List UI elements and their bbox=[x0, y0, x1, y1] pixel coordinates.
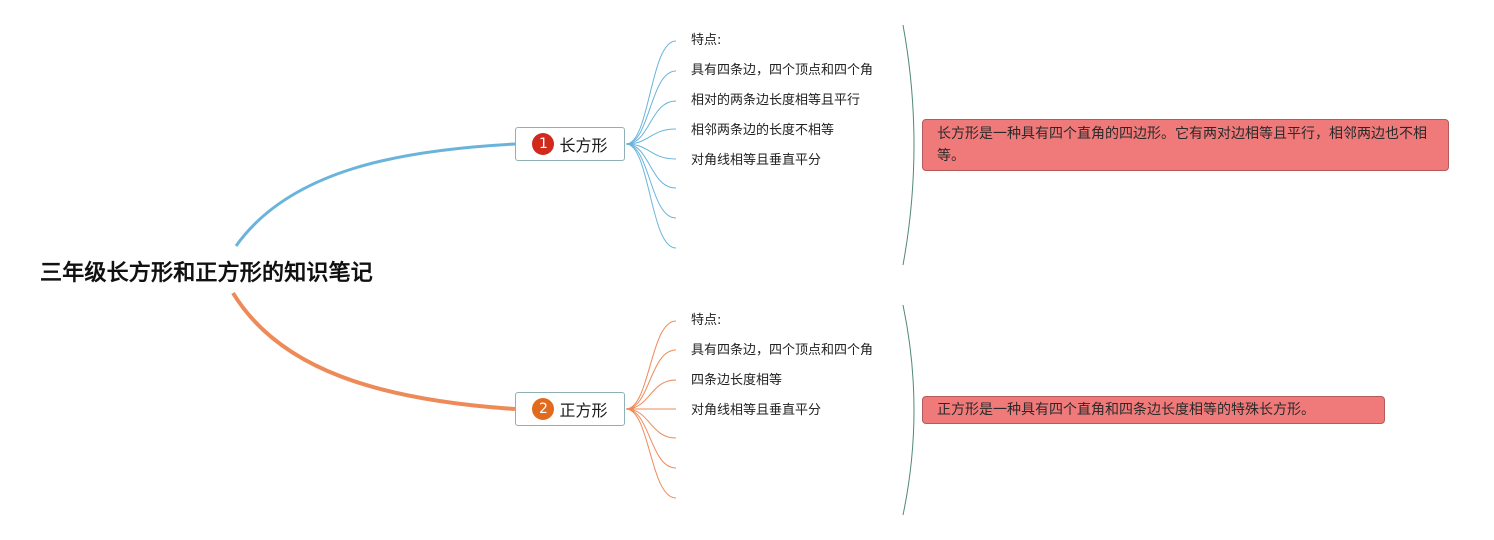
topic-square[interactable]: 2 正方形 bbox=[515, 392, 625, 426]
branch-1-leaf-connectors bbox=[625, 40, 677, 249]
topic-rectangle[interactable]: 1 长方形 bbox=[515, 127, 625, 161]
priority-1-icon: 1 bbox=[532, 133, 555, 155]
subtopic-item[interactable]: 具有四条边，四个顶点和四个角 bbox=[691, 343, 874, 358]
subtopic-item[interactable]: 对角线相等且垂直平分 bbox=[691, 153, 822, 168]
subtopic-item[interactable]: 特点: bbox=[691, 33, 722, 48]
branch-2-leaf-connectors bbox=[625, 320, 677, 499]
branch-1-connector bbox=[234, 142, 516, 247]
subtopic-item[interactable]: 特点: bbox=[691, 313, 722, 328]
summary-bracket-2 bbox=[902, 304, 915, 516]
priority-2-icon: 2 bbox=[532, 398, 555, 420]
summary-box-square[interactable]: 正方形是一种具有四个直角和四条边长度相等的特殊长方形。 bbox=[922, 396, 1385, 424]
subtopic-item[interactable]: 相对的两条边长度相等且平行 bbox=[691, 93, 861, 108]
subtopic-item[interactable]: 具有四条边，四个顶点和四个角 bbox=[691, 63, 874, 78]
summary-box-rectangle[interactable]: 长方形是一种具有四个直角的四边形。它有两对边相等且平行，相邻两边也不相等。 bbox=[922, 119, 1449, 171]
subtopic-item[interactable]: 四条边长度相等 bbox=[691, 373, 783, 388]
topic-label: 正方形 bbox=[559, 401, 608, 420]
topic-label: 长方形 bbox=[559, 136, 608, 155]
summary-bracket-1 bbox=[902, 24, 915, 266]
root-topic[interactable]: 三年级长方形和正方形的知识笔记 bbox=[40, 261, 374, 286]
subtopic-item[interactable]: 相邻两条边的长度不相等 bbox=[691, 123, 835, 138]
subtopic-item[interactable]: 对角线相等且垂直平分 bbox=[691, 403, 822, 418]
branch-2-connector bbox=[231, 291, 516, 411]
